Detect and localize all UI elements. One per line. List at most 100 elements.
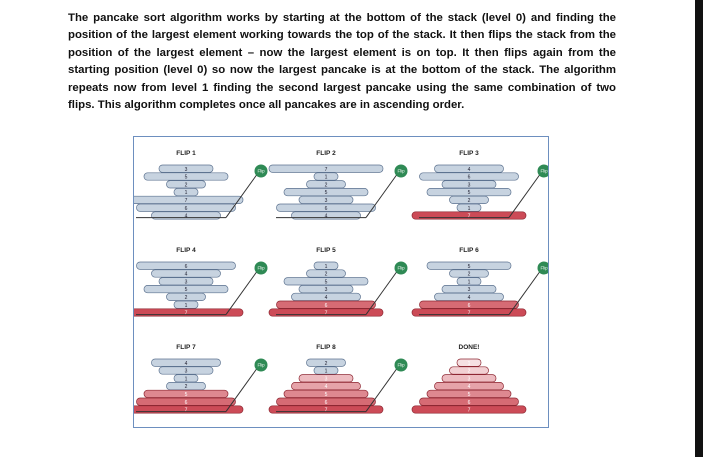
flip-badge-icon xyxy=(537,164,548,178)
pancake-label: 5 xyxy=(325,392,328,398)
flip-badge-label: Flip xyxy=(257,363,265,368)
pancake-label: 1 xyxy=(325,264,328,270)
pancake xyxy=(173,300,199,309)
pancake-label: 7 xyxy=(325,167,328,173)
pancake xyxy=(276,203,376,212)
pancake xyxy=(158,366,214,375)
spatula-handle xyxy=(225,172,259,218)
pancake xyxy=(456,203,482,212)
pancake xyxy=(456,358,482,367)
pancake-label: 2 xyxy=(325,272,328,278)
flip-badge-label: Flip xyxy=(257,266,265,271)
pancake xyxy=(441,374,497,383)
pancake xyxy=(283,389,369,398)
pancake xyxy=(419,172,519,181)
pancake-label: 3 xyxy=(185,167,188,173)
pancake xyxy=(158,277,214,286)
pancake-label: 4 xyxy=(468,295,471,301)
pancake-label: 4 xyxy=(468,384,471,390)
pancake xyxy=(441,285,497,294)
pancake-label: 1 xyxy=(468,361,471,367)
pancake-label: 1 xyxy=(325,369,328,375)
panel-label: FLIP 3 xyxy=(459,150,479,157)
pancake xyxy=(298,285,354,294)
panel-label: FLIP 8 xyxy=(316,344,336,351)
pancake-label: 6 xyxy=(185,264,188,270)
panel-label: FLIP 2 xyxy=(316,150,336,157)
pancake xyxy=(134,195,244,204)
pancake-label: 2 xyxy=(185,295,188,301)
pancake xyxy=(441,180,497,189)
flip-badge-icon xyxy=(394,261,408,275)
pancake-label: 1 xyxy=(325,175,328,181)
pancake-label: 6 xyxy=(185,400,188,406)
flip-badge-icon xyxy=(394,358,408,372)
pancake xyxy=(276,300,376,309)
pancake-label: 4 xyxy=(325,295,328,301)
pancake xyxy=(419,300,519,309)
pancake xyxy=(158,164,214,173)
pancake xyxy=(313,172,339,181)
pancake-label: 3 xyxy=(325,287,328,293)
pancake-label: 1 xyxy=(185,303,188,309)
pancake-label: 6 xyxy=(468,175,471,181)
pancake-label: 7 xyxy=(468,408,471,414)
spatula-handle xyxy=(365,269,399,315)
pancake-label: 4 xyxy=(185,272,188,278)
pancake-label: 5 xyxy=(468,190,471,196)
pancake xyxy=(456,277,482,286)
pancake-label: 7 xyxy=(185,198,188,204)
pancake-label: 1 xyxy=(185,376,188,382)
flip-badge-label: Flip xyxy=(540,169,548,174)
spatula-handle xyxy=(365,172,399,218)
pancake-label: 4 xyxy=(325,214,328,220)
flip-badge-label: Flip xyxy=(257,169,265,174)
pancake-label: 2 xyxy=(468,369,471,375)
pancake-label: 6 xyxy=(325,206,328,212)
pancake-label: 5 xyxy=(185,175,188,181)
pancake xyxy=(166,180,206,189)
pancake xyxy=(283,188,369,197)
flip-badge-label: Flip xyxy=(397,169,405,174)
pancake-label: 7 xyxy=(325,408,328,414)
pancake xyxy=(419,397,519,406)
pancake-label: 2 xyxy=(185,384,188,390)
pancake xyxy=(143,389,229,398)
pancake xyxy=(298,374,354,383)
flip-badge-icon xyxy=(254,164,268,178)
pancake-label: 6 xyxy=(468,303,471,309)
flip-badge-label: Flip xyxy=(540,266,548,271)
pancake-label: 2 xyxy=(468,272,471,278)
body-paragraph: The pancake sort algorithm works by star… xyxy=(68,12,616,112)
pancake xyxy=(449,269,489,278)
pancake xyxy=(268,164,384,173)
pancake-label: 1 xyxy=(468,279,471,285)
pancake-label: 6 xyxy=(325,303,328,309)
spatula-handle xyxy=(225,366,259,412)
pancake-label: 2 xyxy=(185,182,188,188)
panel-label: FLIP 7 xyxy=(176,344,196,351)
pancake xyxy=(173,188,199,197)
pancake xyxy=(173,374,199,383)
pancake xyxy=(313,261,339,270)
pancake-label: 5 xyxy=(468,392,471,398)
flip-badge-icon xyxy=(394,164,408,178)
pancake-label: 2 xyxy=(325,182,328,188)
pancake xyxy=(151,358,221,367)
panel-label: FLIP 4 xyxy=(176,247,196,254)
pancake xyxy=(306,358,346,367)
scrollbar-edge xyxy=(695,0,703,457)
pancake-label: 2 xyxy=(468,198,471,204)
pancake xyxy=(434,382,504,391)
pancake-label: 5 xyxy=(468,264,471,270)
pancake xyxy=(306,180,346,189)
spatula-handle xyxy=(508,172,542,218)
pancake-label: 7 xyxy=(468,311,471,317)
panel-label: DONE! xyxy=(459,344,480,351)
pancake-label: 6 xyxy=(325,400,328,406)
pancake-label: 5 xyxy=(325,190,328,196)
pancake xyxy=(151,269,221,278)
pancake-label: 1 xyxy=(468,206,471,212)
pancake-label: 3 xyxy=(185,279,188,285)
